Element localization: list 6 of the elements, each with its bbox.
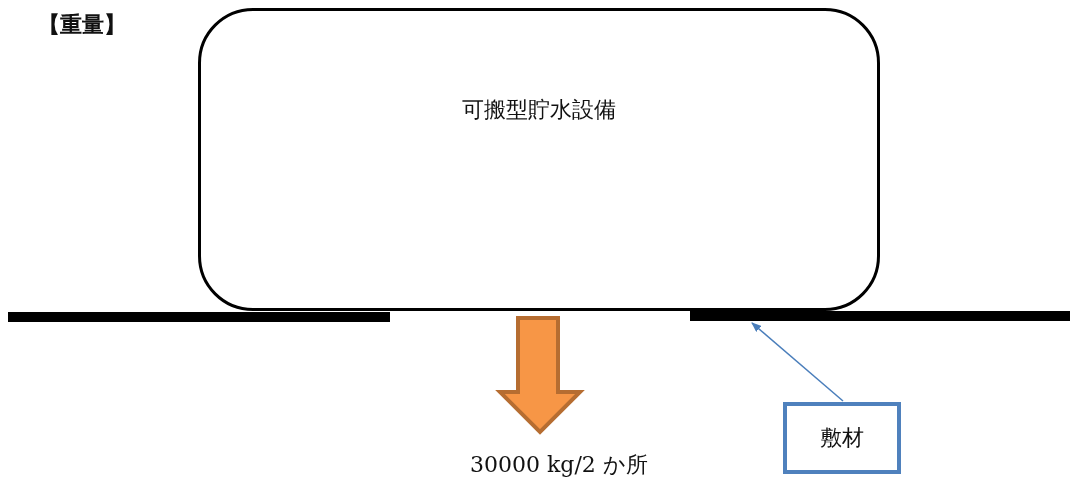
leader-line	[751, 322, 844, 402]
mat-bar	[690, 311, 1070, 321]
label-box: 敷材	[783, 402, 901, 474]
load-label: 30000 kg/2 か所	[470, 451, 648, 479]
heading: 【重量】	[38, 10, 126, 39]
tank-box: 可搬型貯水設備	[198, 8, 880, 311]
